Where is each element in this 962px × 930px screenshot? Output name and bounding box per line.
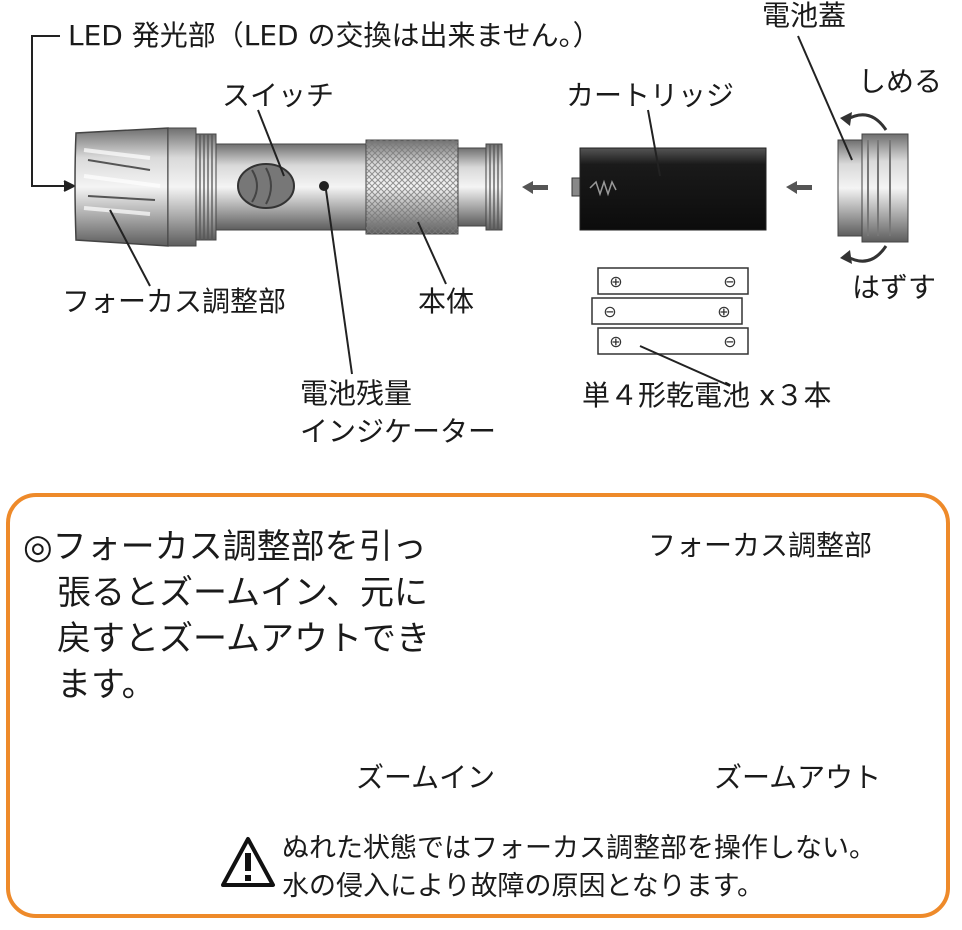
cartridge-label: カートリッジ: [566, 79, 735, 112]
switch-button: [237, 163, 295, 209]
svg-text:⊕: ⊕: [717, 302, 730, 321]
battery-cap: [837, 112, 909, 264]
indicator-dot: [319, 181, 329, 191]
svg-text:⊖: ⊖: [723, 332, 736, 351]
zoom-in-label: ズームイン: [356, 761, 496, 794]
svg-text:⊕: ⊕: [609, 332, 622, 351]
cartridge: [571, 147, 767, 231]
warning-line-1: ぬれた状態ではフォーカス調整部を操作しない。: [282, 833, 876, 864]
focus-label: フォーカス調整部: [62, 285, 287, 318]
note-line-2: 張るとズームイン、元に: [57, 573, 428, 613]
remove-label: はずす: [852, 271, 937, 304]
zoom-out-label: ズームアウト: [714, 761, 882, 794]
aaa-batteries: ⊕ ⊖ ⊖ ⊕ ⊕ ⊖: [591, 267, 749, 355]
zoom-note-box: [6, 493, 950, 918]
led-pointer: [31, 35, 77, 192]
assembly-arrows: [522, 181, 812, 194]
warning-line-2: 水の侵入により故障の原因となります。: [282, 871, 764, 902]
switch-label: スイッチ: [222, 79, 335, 112]
close-label: しめる: [858, 65, 943, 98]
indicator-label-1: 電池残量: [300, 377, 413, 410]
batteries-label: 単４形乾電池 x３本: [582, 379, 832, 412]
flashlight: [74, 127, 503, 247]
svg-text:⊕: ⊕: [609, 272, 622, 291]
inset-focus-label: フォーカス調整部: [648, 529, 873, 562]
note-line-3: 戻すとズームアウトでき: [57, 619, 430, 659]
cap-label: 電池蓋: [762, 0, 847, 32]
warning-icon: [221, 837, 275, 887]
indicator-label-2: インジケーター: [300, 415, 497, 448]
body-label: 本体: [418, 285, 475, 318]
svg-text:⊖: ⊖: [723, 272, 736, 291]
note-line-4: ます。: [57, 665, 156, 705]
warning-text: ぬれた状態ではフォーカス調整部を操作しない。 水の侵入により故障の原因となります…: [282, 830, 876, 906]
svg-text:⊖: ⊖: [603, 302, 616, 321]
note-mark: ◎: [23, 527, 53, 567]
zoom-note: ◎フォーカス調整部を引っ 張るとズームイン、元に 戻すとズームアウトでき ます。: [23, 524, 430, 708]
led-label: LED 発光部（LED の交換は出来ません。）: [68, 19, 601, 52]
note-line-1: フォーカス調整部を引っ: [52, 527, 427, 567]
leader-lines: [109, 35, 853, 387]
